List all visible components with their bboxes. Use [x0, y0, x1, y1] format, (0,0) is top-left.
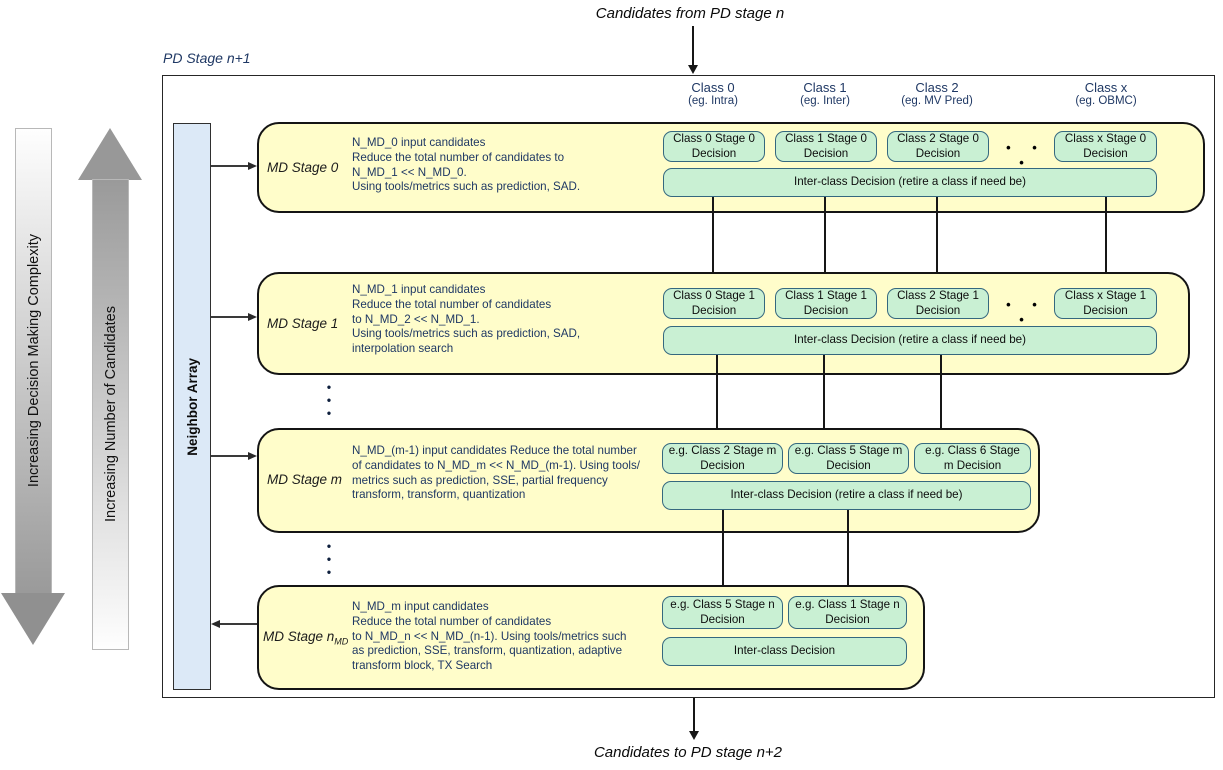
- decision-box-s1-c1: Class 1 Stage 1 Decision: [775, 288, 877, 319]
- decision-box-sm-c: e.g. Class 6 Stage m Decision: [914, 443, 1031, 474]
- decision-box-s1-c0: Class 0 Stage 1 Decision: [663, 288, 765, 319]
- decision-box-s0-c0: Class 0 Stage 0 Decision: [663, 131, 765, 162]
- flow-line-s0-s1-a: [712, 197, 714, 280]
- md-stage-1-description: N_MD_1 input candidates Reduce the total…: [352, 283, 581, 356]
- class-header-x-example: (eg. OBMC): [1075, 95, 1137, 107]
- top-flow-arrow-line: [692, 26, 694, 66]
- class-header-1-name: Class 1: [803, 80, 847, 95]
- neighbor-link-stagem-line: [211, 455, 249, 457]
- decision-box-s0-cx: Class x Stage 0 Decision: [1054, 131, 1157, 162]
- md-stage-n-label: MD Stage nMD: [263, 629, 348, 647]
- top-flow-label: Candidates from PD stage n: [595, 5, 785, 22]
- candidates-arrow-label: Increasing Number of Candidates: [102, 306, 119, 523]
- flow-line-s0-s1-b: [824, 197, 826, 280]
- class-header-0-example: (eg. Intra): [688, 95, 738, 107]
- bottom-flow-arrowhead-icon: [689, 731, 699, 740]
- class-header-2: Class 2 (eg. MV Pred): [887, 80, 987, 107]
- inter-class-box-sm: Inter-class Decision (retire a class if …: [662, 481, 1031, 510]
- neighbor-link-stagem-arrowhead-icon: [248, 451, 257, 460]
- complexity-arrowhead-icon: [1, 593, 65, 645]
- flow-line-s1-sm-c: [940, 355, 942, 434]
- neighbor-link-stage1-line: [211, 316, 249, 318]
- flow-line-s1-sm-b: [823, 355, 825, 434]
- decision-box-s0-c1: Class 1 Stage 0 Decision: [775, 131, 877, 162]
- flow-line-s0-s1-d: [1105, 197, 1107, 280]
- inter-class-box-s1: Inter-class Decision (retire a class if …: [663, 326, 1157, 355]
- stage-gap-dots-2: • • •: [326, 539, 332, 579]
- neighbor-link-stage0-line: [211, 165, 249, 167]
- flow-line-s0-s1-c: [936, 197, 938, 280]
- md-stage-m-description: N_MD_(m-1) input candidates Reduce the t…: [352, 444, 641, 502]
- class-header-0-name: Class 0: [691, 80, 735, 95]
- class-header-2-name: Class 2: [915, 80, 959, 95]
- md-stage-n-label-text: MD Stage n: [263, 629, 335, 644]
- inter-class-box-sn: Inter-class Decision: [662, 637, 907, 666]
- decision-box-s1-c2: Class 2 Stage 1 Decision: [887, 288, 989, 319]
- pd-stage-label: PD Stage n+1: [163, 50, 251, 66]
- decision-box-sm-a: e.g. Class 2 Stage m Decision: [662, 443, 783, 474]
- md-stage-0-label: MD Stage 0: [267, 160, 339, 175]
- top-flow-arrowhead-icon: [688, 65, 698, 74]
- bottom-flow-arrow-line: [693, 698, 695, 732]
- neighbor-array-label: Neighbor Array: [184, 357, 200, 456]
- decision-box-s1-cx: Class x Stage 1 Decision: [1054, 288, 1157, 319]
- neighbor-link-stagen-arrowhead-icon: [211, 619, 220, 628]
- inter-class-box-s0: Inter-class Decision (retire a class if …: [663, 168, 1157, 197]
- class-header-x: Class x (eg. OBMC): [1054, 80, 1158, 107]
- md-stage-1-label: MD Stage 1: [267, 316, 339, 331]
- neighbor-link-stage0-arrowhead-icon: [248, 161, 257, 170]
- class-header-1-example: (eg. Inter): [800, 95, 850, 107]
- class-header-2-example: (eg. MV Pred): [901, 95, 973, 107]
- class-header-x-name: Class x: [1084, 80, 1128, 95]
- neighbor-link-stagen-line: [219, 623, 257, 625]
- md-stage-0-description: N_MD_0 input candidates Reduce the total…: [352, 136, 581, 194]
- complexity-arrow-label: Increasing Decision Making Complexity: [25, 234, 42, 488]
- flow-line-sm-sn-b: [847, 510, 849, 587]
- class-header-1: Class 1 (eg. Inter): [775, 80, 875, 107]
- class-header-0: Class 0 (eg. Intra): [663, 80, 763, 107]
- md-stage-n-description: N_MD_m input candidates Reduce the total…: [352, 600, 627, 673]
- md-stage-m-block: [257, 428, 1040, 533]
- candidates-arrowhead-icon: [78, 128, 142, 180]
- flow-line-s1-sm-a: [716, 355, 718, 434]
- flow-line-sm-sn-a: [722, 510, 724, 587]
- stage-gap-dots-1: • • •: [326, 380, 332, 420]
- ellipsis-s0: • • •: [1006, 140, 1046, 170]
- bottom-flow-label: Candidates to PD stage n+2: [593, 744, 783, 761]
- ellipsis-s1: • • •: [1006, 297, 1046, 327]
- decision-box-sn-a: e.g. Class 5 Stage n Decision: [662, 596, 783, 629]
- decision-box-sn-b: e.g. Class 1 Stage n Decision: [788, 596, 907, 629]
- md-stage-m-label: MD Stage m: [267, 472, 343, 487]
- decision-box-s0-c2: Class 2 Stage 0 Decision: [887, 131, 989, 162]
- decision-box-sm-b: e.g. Class 5 Stage m Decision: [788, 443, 909, 474]
- md-stage-n-label-subscript: MD: [334, 636, 349, 647]
- neighbor-link-stage1-arrowhead-icon: [248, 312, 257, 321]
- neighbor-array: Neighbor Array: [173, 123, 211, 690]
